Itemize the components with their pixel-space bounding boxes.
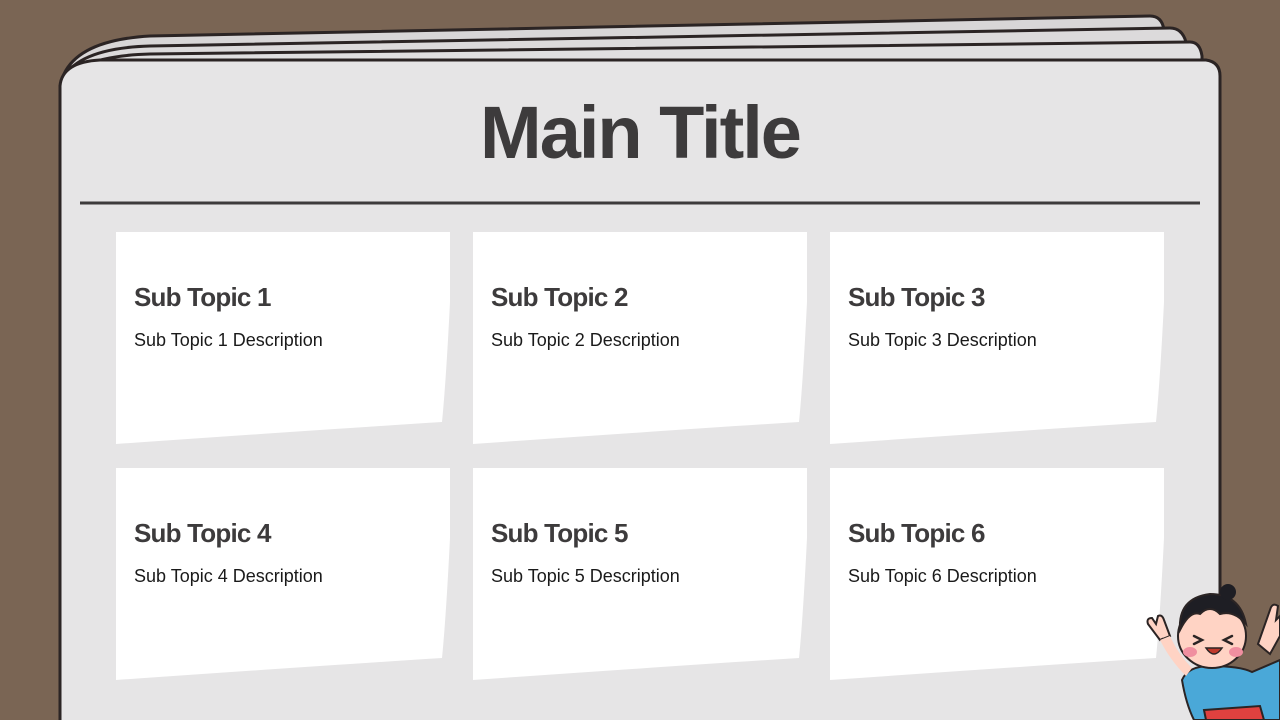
card-description: Sub Topic 2 Description (491, 330, 680, 350)
sub-topic-card-2: Sub Topic 2 Sub Topic 2 Description (473, 232, 807, 444)
sub-topic-card-5: Sub Topic 5 Sub Topic 5 Description (473, 468, 807, 680)
card-background (830, 232, 1164, 444)
card-heading: Sub Topic 4 (134, 518, 271, 548)
card-description: Sub Topic 5 Description (491, 566, 680, 586)
card-heading: Sub Topic 1 (134, 282, 271, 312)
card-description: Sub Topic 1 Description (134, 330, 323, 350)
cheering-kid-icon (1146, 584, 1280, 720)
card-background (473, 468, 807, 680)
card-background (830, 468, 1164, 680)
sub-topic-card-1: Sub Topic 1 Sub Topic 1 Description (116, 232, 450, 444)
sub-topic-card-3: Sub Topic 3 Sub Topic 3 Description (830, 232, 1164, 444)
sub-topic-card-4: Sub Topic 4 Sub Topic 4 Description (116, 468, 450, 680)
card-description: Sub Topic 4 Description (134, 566, 323, 586)
card-background (473, 232, 807, 444)
card-description: Sub Topic 3 Description (848, 330, 1037, 350)
sub-topic-card-6: Sub Topic 6 Sub Topic 6 Description (830, 468, 1164, 680)
card-description: Sub Topic 6 Description (848, 566, 1037, 586)
card-background (116, 232, 450, 444)
card-heading: Sub Topic 6 (848, 518, 985, 548)
card-heading: Sub Topic 2 (491, 282, 628, 312)
page-title: Main Title (480, 91, 802, 174)
card-heading: Sub Topic 3 (848, 282, 985, 312)
card-heading: Sub Topic 5 (491, 518, 628, 548)
card-background (116, 468, 450, 680)
